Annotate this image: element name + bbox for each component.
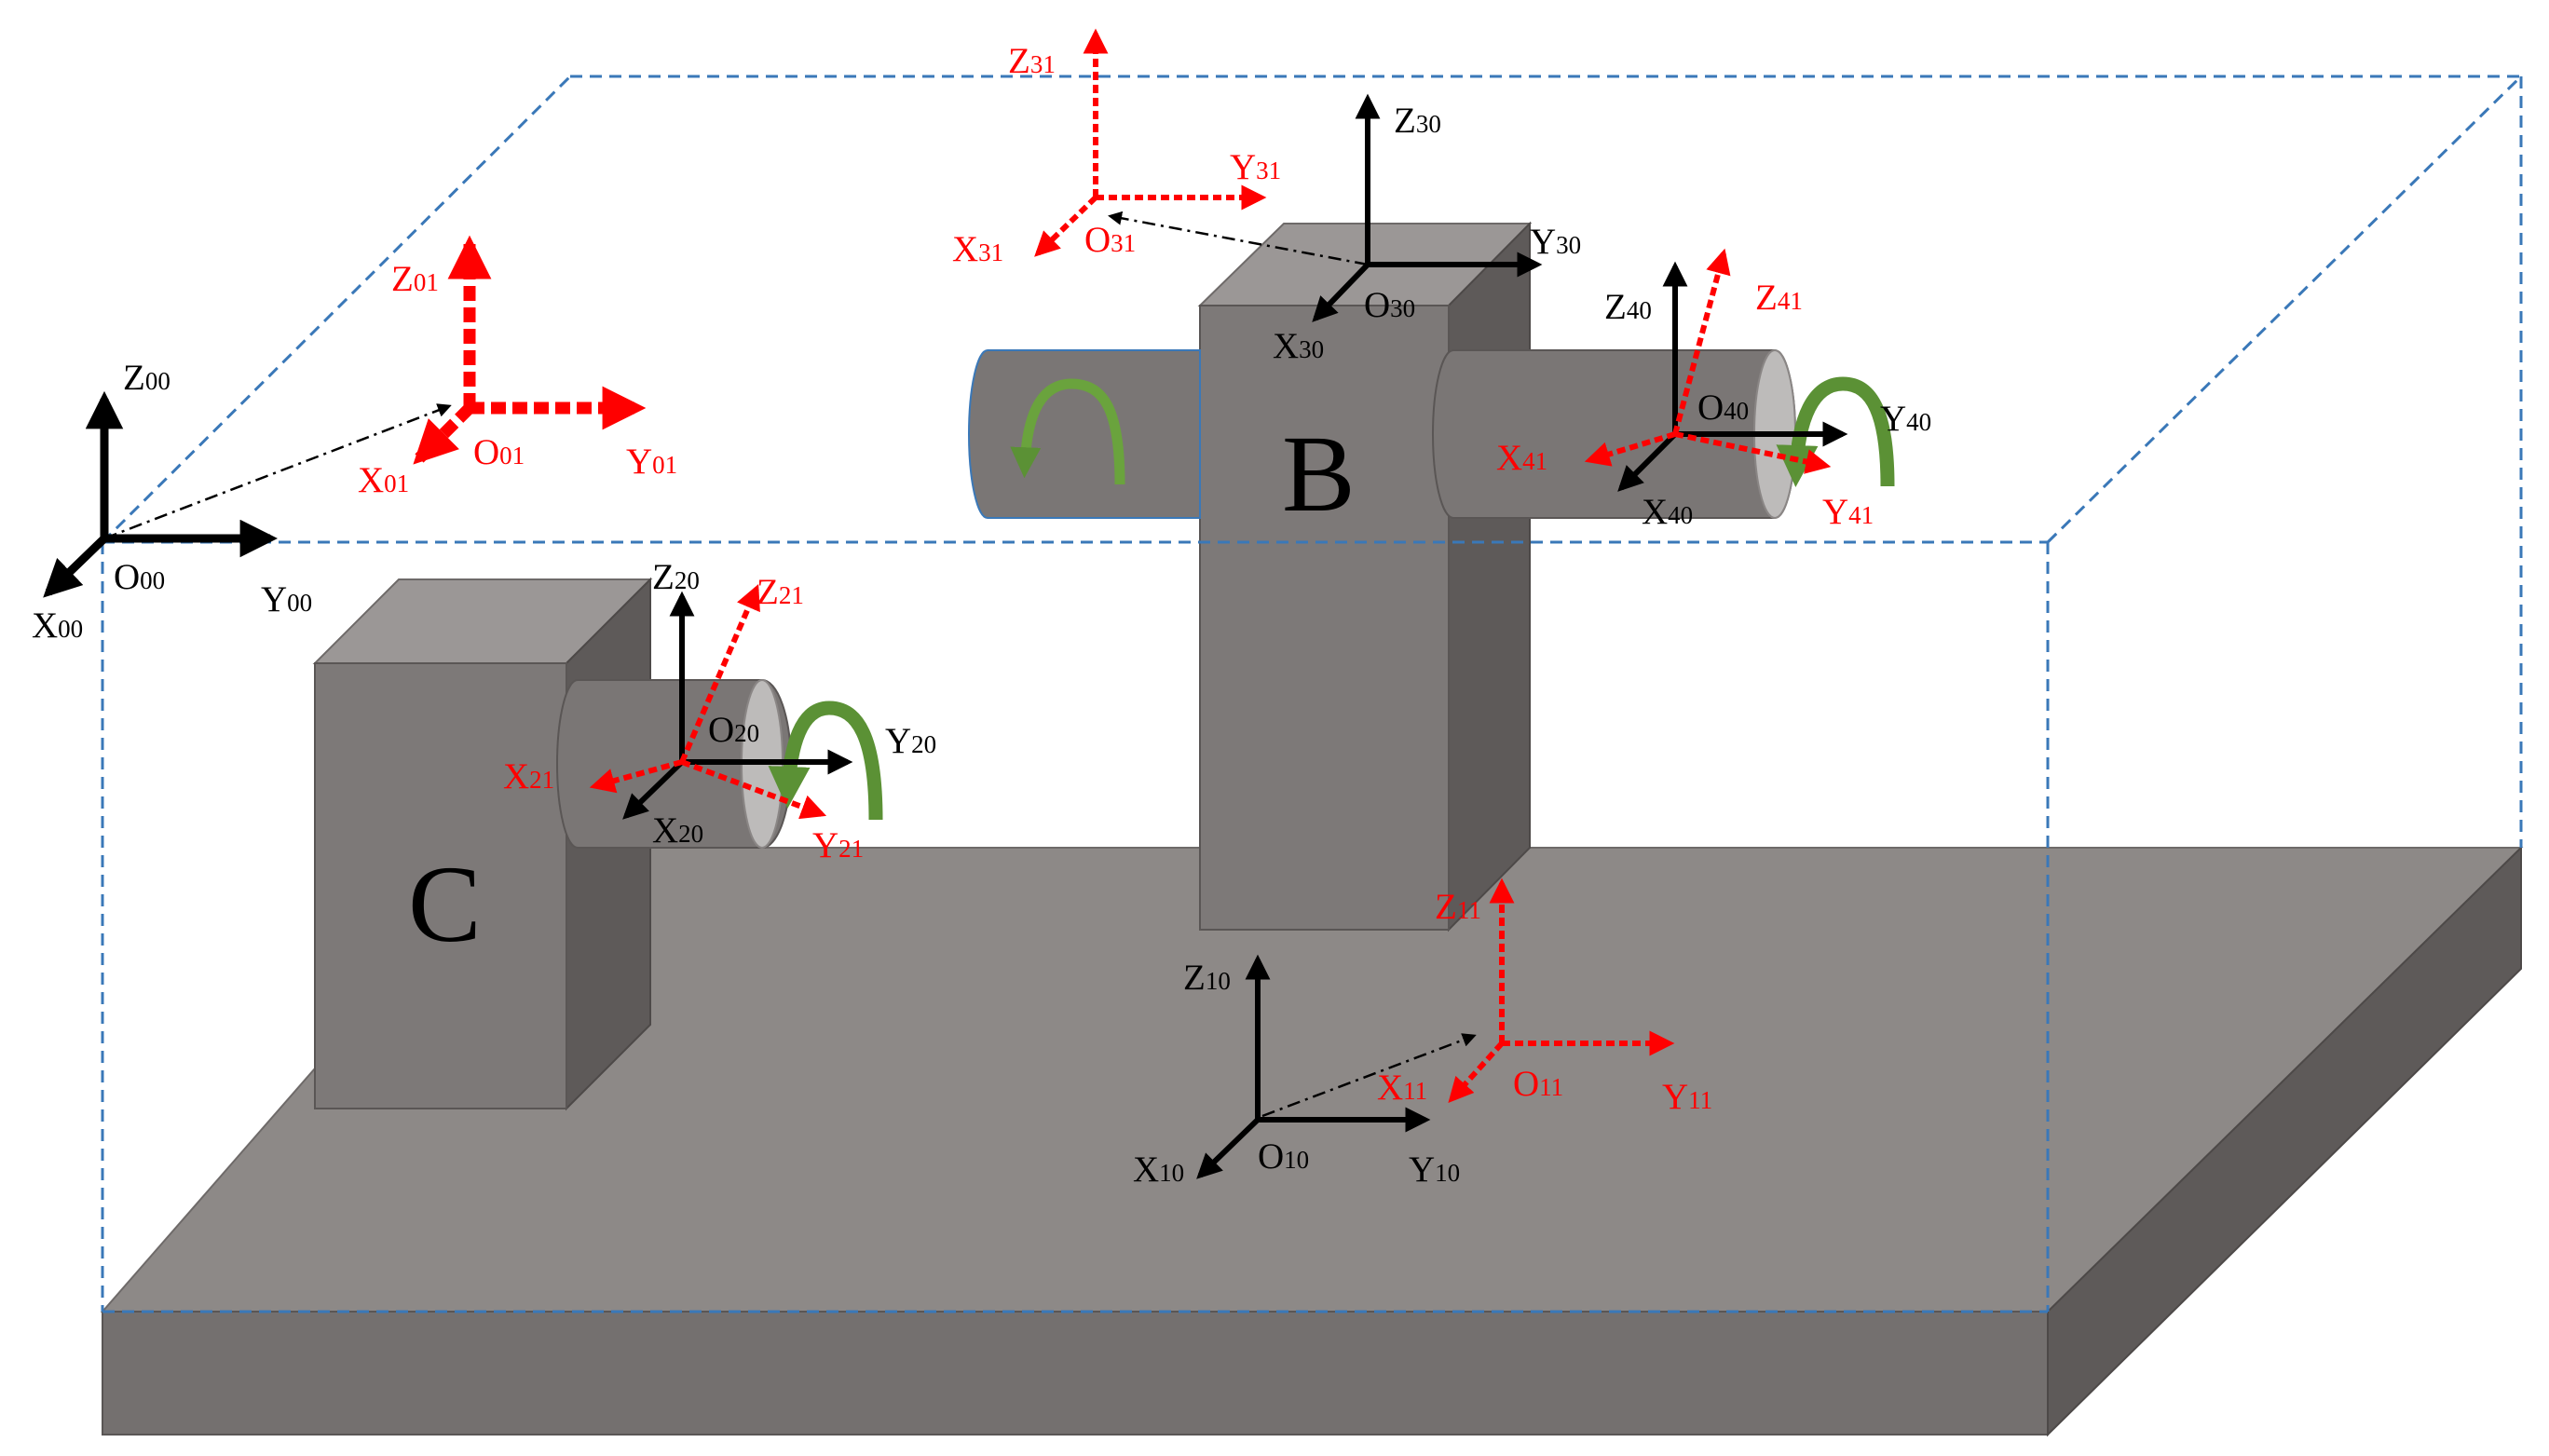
axis-y21 [680,759,827,820]
label-x21: X21 [503,756,554,796]
label-x01: X01 [358,460,409,500]
label-z01: Z01 [391,259,439,299]
frame-o01 [413,235,647,465]
frame-o30 [1312,93,1543,322]
label-z31: Z31 [1008,41,1056,81]
label-x11: X11 [1377,1068,1427,1108]
label-o30: O30 [1364,285,1415,325]
frame-o41 [1584,248,1832,474]
label-y40: Y40 [1880,399,1931,439]
rotation-arrow-b-right [1776,376,1895,487]
frame-o40 [1617,261,1848,492]
label-z40: Z40 [1604,287,1652,327]
rotation-arrow-b-left [1010,378,1125,485]
label-o31: O31 [1084,220,1136,260]
rotation-arrow-c [768,701,883,821]
frames-red [413,28,1832,1104]
label-y00: Y00 [261,579,312,619]
cylinder-b-left-body [968,349,1201,519]
frame-o20 [622,591,853,820]
cylinder-b-left [968,349,1201,519]
axis-x21 [589,759,683,794]
workspace-dashed-box [101,75,2523,1313]
base-platform [100,845,2524,1437]
label-x20: X20 [652,810,703,850]
frame-o00 [43,390,279,598]
label-x30: X30 [1273,326,1324,366]
label-z41: Z41 [1755,278,1803,318]
label-x00: X00 [32,606,83,646]
axis-x30 [1312,262,1370,322]
label-y30: Y30 [1530,222,1581,262]
frames-black [43,93,1848,1179]
offset-vector-00-01 [103,403,452,540]
block-c-label: C [408,843,482,965]
axis-x01 [413,403,474,465]
frame-labels: Z00 O00 X00 Y00 Z01 O01 X01 Y01 Z10 O10 … [32,41,1931,1190]
label-o40: O40 [1697,388,1749,428]
label-o10: O10 [1258,1136,1309,1177]
label-z10: Z10 [1183,958,1231,998]
axis-z41 [1672,248,1731,435]
label-x41: X41 [1496,438,1547,478]
box-edge-left-diag [101,75,572,544]
label-y41: Y41 [1822,492,1874,532]
label-y21: Y21 [812,825,864,865]
label-o20: O20 [708,710,759,750]
axis-x00 [43,535,108,598]
base-front-face [102,1311,2049,1436]
frame-o31 [1034,28,1267,257]
label-y01: Y01 [626,442,677,482]
box-edge-right-diag [2046,75,2523,544]
block-b-label: B [1282,413,1356,535]
block-c-front [314,662,567,1109]
label-z21: Z21 [757,572,804,612]
label-x40: X40 [1642,492,1693,532]
label-y11: Y11 [1662,1077,1712,1117]
axis-z21 [679,584,760,764]
label-o01: O01 [473,432,525,472]
base-side-face [2047,845,2522,1437]
rotation-arrows [768,376,1895,821]
label-o11: O11 [1513,1064,1563,1104]
label-y10: Y10 [1409,1150,1460,1190]
offset-vectors [103,211,1477,1118]
offset-vector-30-31 [1108,211,1369,266]
offset-vector-10-11 [1261,1033,1477,1118]
label-z30: Z30 [1394,101,1441,141]
block-b-side [1448,221,1531,932]
frame-o11 [1448,878,1675,1104]
label-x31: X31 [952,229,1003,269]
axis-x10 [1196,1117,1261,1179]
label-o00: O00 [114,557,165,597]
label-z20: Z20 [652,557,700,597]
block-b: B [1197,221,1533,932]
axis-x41 [1584,431,1676,467]
axis-x40 [1617,431,1678,492]
label-z11: Z11 [1435,887,1481,927]
label-y31: Y31 [1230,147,1281,187]
frame-o10 [1196,954,1431,1179]
block-b-front [1199,305,1450,931]
label-y20: Y20 [885,721,936,761]
axis-x20 [622,759,685,820]
frame-o21 [589,584,827,820]
axis-x31 [1034,195,1098,257]
label-z00: Z00 [123,358,170,398]
label-x10: X10 [1133,1150,1184,1190]
